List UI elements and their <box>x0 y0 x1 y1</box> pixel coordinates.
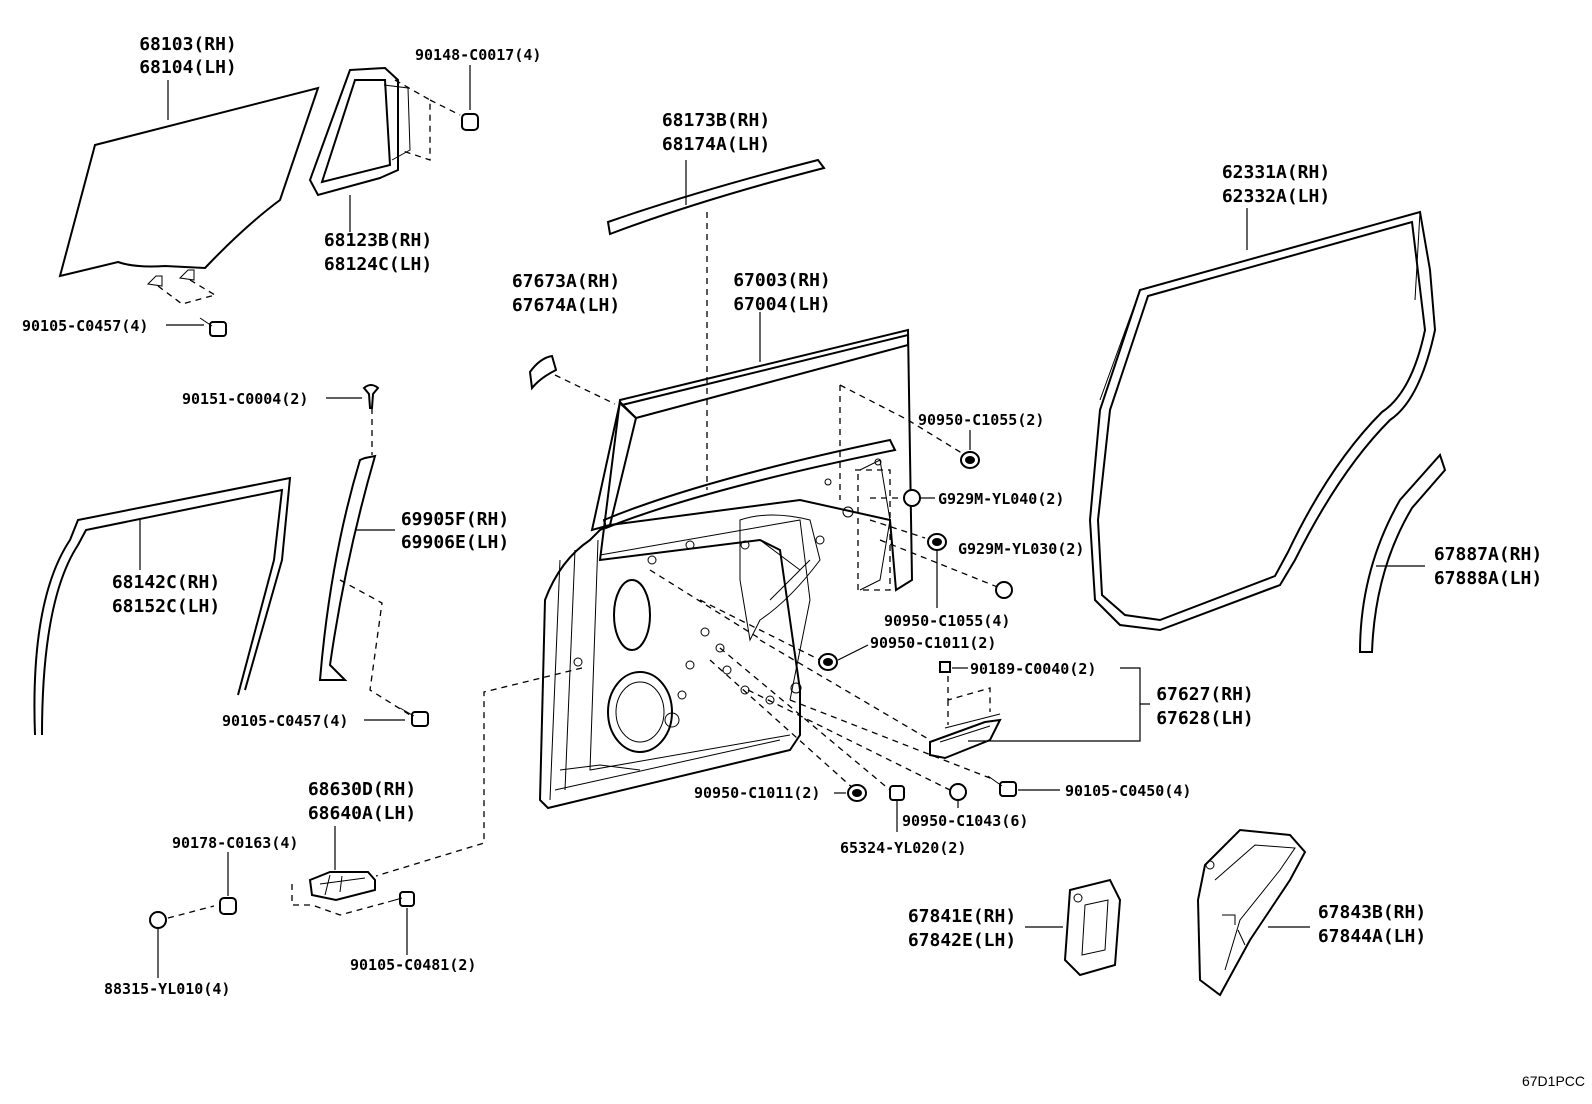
service-hole-cover-b <box>1196 828 1307 997</box>
plug-c1043-icon <box>949 783 967 801</box>
cover-b-rh-label: 67843B(RH) <box>1318 902 1426 923</box>
g929-40-label: G929M-YL040(2) <box>938 490 1064 508</box>
door-panel-lh-label: 67004(LH) <box>733 294 831 315</box>
weatherstrip-lh-label: 62332A(LH) <box>1222 186 1330 207</box>
pillar-screw-icon <box>362 384 380 409</box>
screw-90151-label: 90151-C0004(2) <box>182 390 308 408</box>
plug-88315-label: 88315-YL010(4) <box>104 980 230 998</box>
plug-c1011a-icon <box>818 653 838 671</box>
glass-run-channel <box>33 476 292 736</box>
belt-moulding-rh-label: 68173B(RH) <box>662 110 770 131</box>
bracket-rh-label: 67627(RH) <box>1156 684 1254 705</box>
plug-1055a-label: 90950-C1055(2) <box>918 411 1044 429</box>
plug-88315-icon <box>149 911 167 929</box>
plug-1055b-label: 90950-C1055(4) <box>884 612 1010 630</box>
diagram-code: 67D1PCC <box>1522 1073 1585 1089</box>
label-belt-moulding: 68173B(RH) 68174A(LH) <box>662 110 770 155</box>
plug-1011b-label: 90950-C1011(2) <box>694 784 820 802</box>
rear-seal-rh-label: 67887A(RH) <box>1434 544 1542 565</box>
bolt-90105d-label: 90105-C0450(4) <box>1065 782 1191 800</box>
plug-c1055-top-icon <box>960 451 980 469</box>
label-bracket: 67627(RH) 67628(LH) <box>1156 684 1254 729</box>
clip-90189-label: 90189-C0040(2) <box>970 660 1096 678</box>
door-panel-rh-label: 67003(RH) <box>733 270 831 291</box>
bolt-90148-label: 90148-C0017(4) <box>415 46 541 64</box>
quarter-window-frame <box>308 66 411 197</box>
clip-90189-icon <box>939 661 951 673</box>
glass-bolt-icon <box>199 317 227 337</box>
nut-90178-label: 90178-C0163(4) <box>172 834 298 852</box>
bolt-90105c-label: 90105-C0481(2) <box>350 956 476 974</box>
label-service-cover-a: 67841E(RH) 67842E(LH) <box>908 906 1016 951</box>
pillar-garn-lh-label: 69906E(LH) <box>401 532 509 553</box>
plug-c1055-mid-icon <box>927 533 947 551</box>
hinge-bolt-icon <box>387 891 415 907</box>
hinge-lh-label: 68640A(LH) <box>308 803 416 824</box>
run-channel-lh-label: 68152C(LH) <box>112 596 220 617</box>
door-panel <box>538 328 914 810</box>
door-weatherstrip <box>1088 210 1437 632</box>
door-bracket <box>929 713 1002 760</box>
cover-a-lh-label: 67842E(LH) <box>908 930 1016 951</box>
g929-yl040-icon <box>903 489 921 507</box>
door-hinge <box>308 871 376 902</box>
bolt-90105b-label: 90105-C0457(4) <box>222 712 348 730</box>
glass-lh-label: 68104(LH) <box>139 57 237 78</box>
label-quarter-frame: 68123B(RH) 68124C(LH) <box>324 230 432 275</box>
quarter-frame-screw-icon <box>461 113 479 131</box>
weatherstrip-rh-label: 62331A(RH) <box>1222 162 1330 183</box>
hinge-nut-icon <box>219 897 237 915</box>
run-channel-rh-label: 68142C(RH) <box>112 572 220 593</box>
corner-piece-rh-label: 67673A(RH) <box>512 271 620 292</box>
label-corner-piece: 67673A(RH) 67674A(LH) <box>512 271 620 316</box>
bracket-bolt-icon <box>987 775 1017 797</box>
label-door-panel: 67003(RH) 67004(LH) <box>733 270 831 315</box>
qtr-frame-lh-label: 68124C(LH) <box>324 254 432 275</box>
rear-door-glass <box>58 86 320 278</box>
label-hinge: 68630D(RH) 68640A(LH) <box>308 779 416 824</box>
nut-65324-icon <box>889 785 905 801</box>
nut-65324-label: 65324-YL020(2) <box>840 839 966 857</box>
door-corner-piece <box>528 354 558 391</box>
g929-30-label: G929M-YL030(2) <box>958 540 1084 558</box>
cover-a-rh-label: 67841E(RH) <box>908 906 1016 927</box>
belt-moulding-lh-label: 68174A(LH) <box>662 134 770 155</box>
bracket-lh-label: 67628(LH) <box>1156 708 1254 729</box>
hinge-rh-label: 68630D(RH) <box>308 779 416 800</box>
bolt-90105a-label: 90105-C0457(4) <box>22 317 148 335</box>
qtr-frame-rh-label: 68123B(RH) <box>324 230 432 251</box>
label-glass: 68103(RH) 68104(LH) <box>139 34 237 78</box>
label-run-channel: 68142C(RH) 68152C(LH) <box>112 572 220 617</box>
belt-moulding <box>606 158 826 236</box>
glass-clips <box>146 269 195 287</box>
plug-1011a-label: 90950-C1011(2) <box>870 634 996 652</box>
plug-c1011b-icon <box>847 784 867 802</box>
plug-1043-label: 90950-C1043(6) <box>902 812 1028 830</box>
label-service-cover-b: 67843B(RH) 67844A(LH) <box>1318 902 1426 947</box>
label-rear-seal: 67887A(RH) 67888A(LH) <box>1434 544 1542 589</box>
pillar-garnish <box>318 454 377 681</box>
pillar-bolt-icon <box>399 707 429 727</box>
g929-yl030-icon <box>995 581 1013 599</box>
rear-door-seal <box>1358 453 1447 653</box>
corner-piece-lh-label: 67674A(LH) <box>512 295 620 316</box>
cover-b-lh-label: 67844A(LH) <box>1318 926 1426 947</box>
service-hole-cover-a <box>1063 878 1122 977</box>
glass-rh-label: 68103(RH) <box>139 34 237 55</box>
pillar-garn-rh-label: 69905F(RH) <box>401 509 509 530</box>
label-pillar-garnish: 69905F(RH) 69906E(LH) <box>401 509 509 553</box>
label-weatherstrip: 62331A(RH) 62332A(LH) <box>1222 162 1330 207</box>
rear-seal-lh-label: 67888A(LH) <box>1434 568 1542 589</box>
